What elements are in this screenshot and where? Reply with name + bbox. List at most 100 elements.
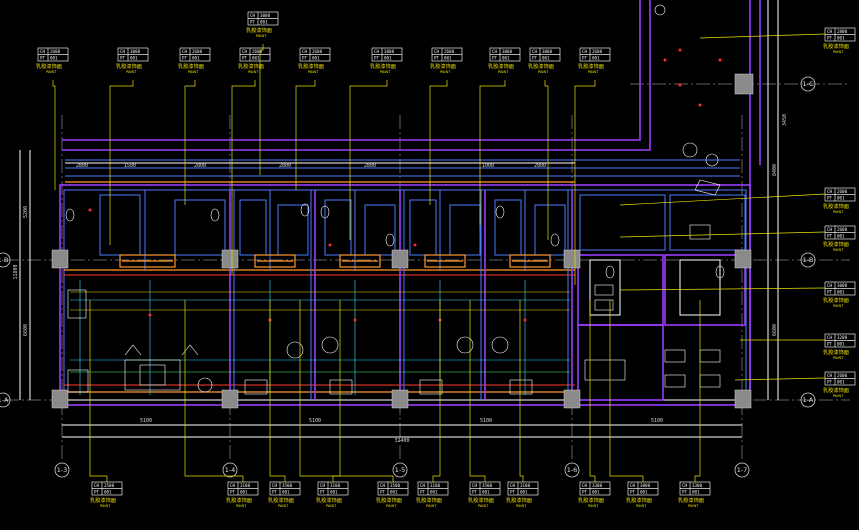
tag-note-cn: 乳胶漆饰面 [578,62,604,70]
tag-pt-label: PT [532,56,538,61]
tag-pt-value: 001 [592,490,600,495]
top-leader-5 [349,80,388,240]
tag-pt-value: 001 [692,490,700,495]
bottom-leader-7 [519,300,524,482]
tag-pt-label: PT [242,56,248,61]
tag-pt-value: 001 [837,290,845,295]
tag-note-en: PAINT [100,504,111,508]
tag-note-cn: 乳胶漆饰面 [36,62,62,70]
bottom-leader-4 [299,300,394,482]
tag-pt-value: 001 [282,490,290,495]
tag-ch-label: CH [434,49,440,54]
tag-note-en: PAINT [256,34,267,38]
tag-ch-value: 2600 [592,49,603,54]
tag-note-en: PAINT [326,504,337,508]
dim-inner-3: 2800 [194,163,206,169]
top-leader-8 [544,80,549,240]
tag-pt-value: 001 [192,56,200,61]
dim-right-top: 3450 [782,114,788,126]
tag-pt-value: 001 [837,342,845,347]
dim-right-lower: 6600 [772,324,778,336]
tag-pt-value: 001 [130,56,138,61]
tag-ch-label: CH [492,49,498,54]
tag-ch-value: 3500 [104,483,115,488]
bottom-leader-0 [89,300,108,482]
tag-pt-value: 001 [837,196,845,201]
dim-left-total: 11800 [13,264,19,279]
tag-note-cn: 乳胶漆饰面 [823,348,849,356]
tag-note-cn: 乳胶漆饰面 [430,62,456,70]
tag-pt-label: PT [434,56,440,61]
dim-left-lower: 6600 [23,324,29,336]
tag-note-cn: 乳胶漆饰面 [90,496,116,504]
tag-ch-value: 2600 [444,49,455,54]
tag-pt-value: 001 [330,490,338,495]
tag-note-en: PAINT [833,356,844,360]
tag-ch-label: CH [272,483,278,488]
top-leader-1 [109,80,134,245]
dim-right-upper: 8400 [772,164,778,176]
tag-note-cn: 乳胶漆饰面 [370,62,396,70]
tag-ch-value: 2600 [837,227,848,232]
axis-label-1-C: 1-C [802,80,813,88]
dim-inner-6: 1000 [482,163,494,169]
tag-ch-value: 3000 [130,49,141,54]
tag-pt-label: PT [827,342,833,347]
tag-ch-label: CH [182,49,188,54]
tag-pt-label: PT [272,490,278,495]
tag-pt-label: PT [827,234,833,239]
tag-pt-value: 001 [837,36,845,41]
tag-ch-value: 2600 [837,373,848,378]
tag-note-en: PAINT [538,70,549,74]
top-leader-6 [429,80,448,205]
tag-pt-label: PT [492,56,498,61]
dim-bottom-3: 5100 [480,418,492,424]
tag-pt-value: 001 [390,490,398,495]
tag-pt-label: PT [827,290,833,295]
tag-pt-label: PT [250,20,256,25]
tag-pt-value: 001 [104,490,112,495]
tag-ch-label: CH [827,29,833,34]
tag-note-en: PAINT [386,504,397,508]
tag-ch-label: CH [630,483,636,488]
dim-inner-4: 2800 [279,163,291,169]
tag-pt-label: PT [302,56,308,61]
tag-ch-label: CH [320,483,326,488]
tag-ch-value: 3300 [592,483,603,488]
tag-ch-value: 3500 [482,483,493,488]
tag-note-en: PAINT [588,70,599,74]
tag-pt-label: PT [827,36,833,41]
bottom-leader-1 [184,300,244,482]
top-leader-0 [52,80,56,190]
columns [51,73,754,409]
ceiling-points [88,48,722,322]
axis-label-1-B-left: 1-B [0,256,8,264]
axis-label-1-A-right: 1-A [803,396,814,404]
top-leader-4 [295,80,316,190]
tag-ch-label: CH [827,283,833,288]
tag-ch-value: 3000 [542,49,553,54]
top-leader-10 [259,44,264,175]
tag-ch-value: 2600 [252,49,263,54]
right-leader-5 [734,377,826,381]
dim-bottom-4: 5100 [651,418,663,424]
right-leader-0 [699,33,826,39]
tag-note-en: PAINT [833,210,844,214]
tag-pt-label: PT [582,490,588,495]
tag-note-en: PAINT [248,70,259,74]
tag-ch-value: 3000 [260,13,271,18]
